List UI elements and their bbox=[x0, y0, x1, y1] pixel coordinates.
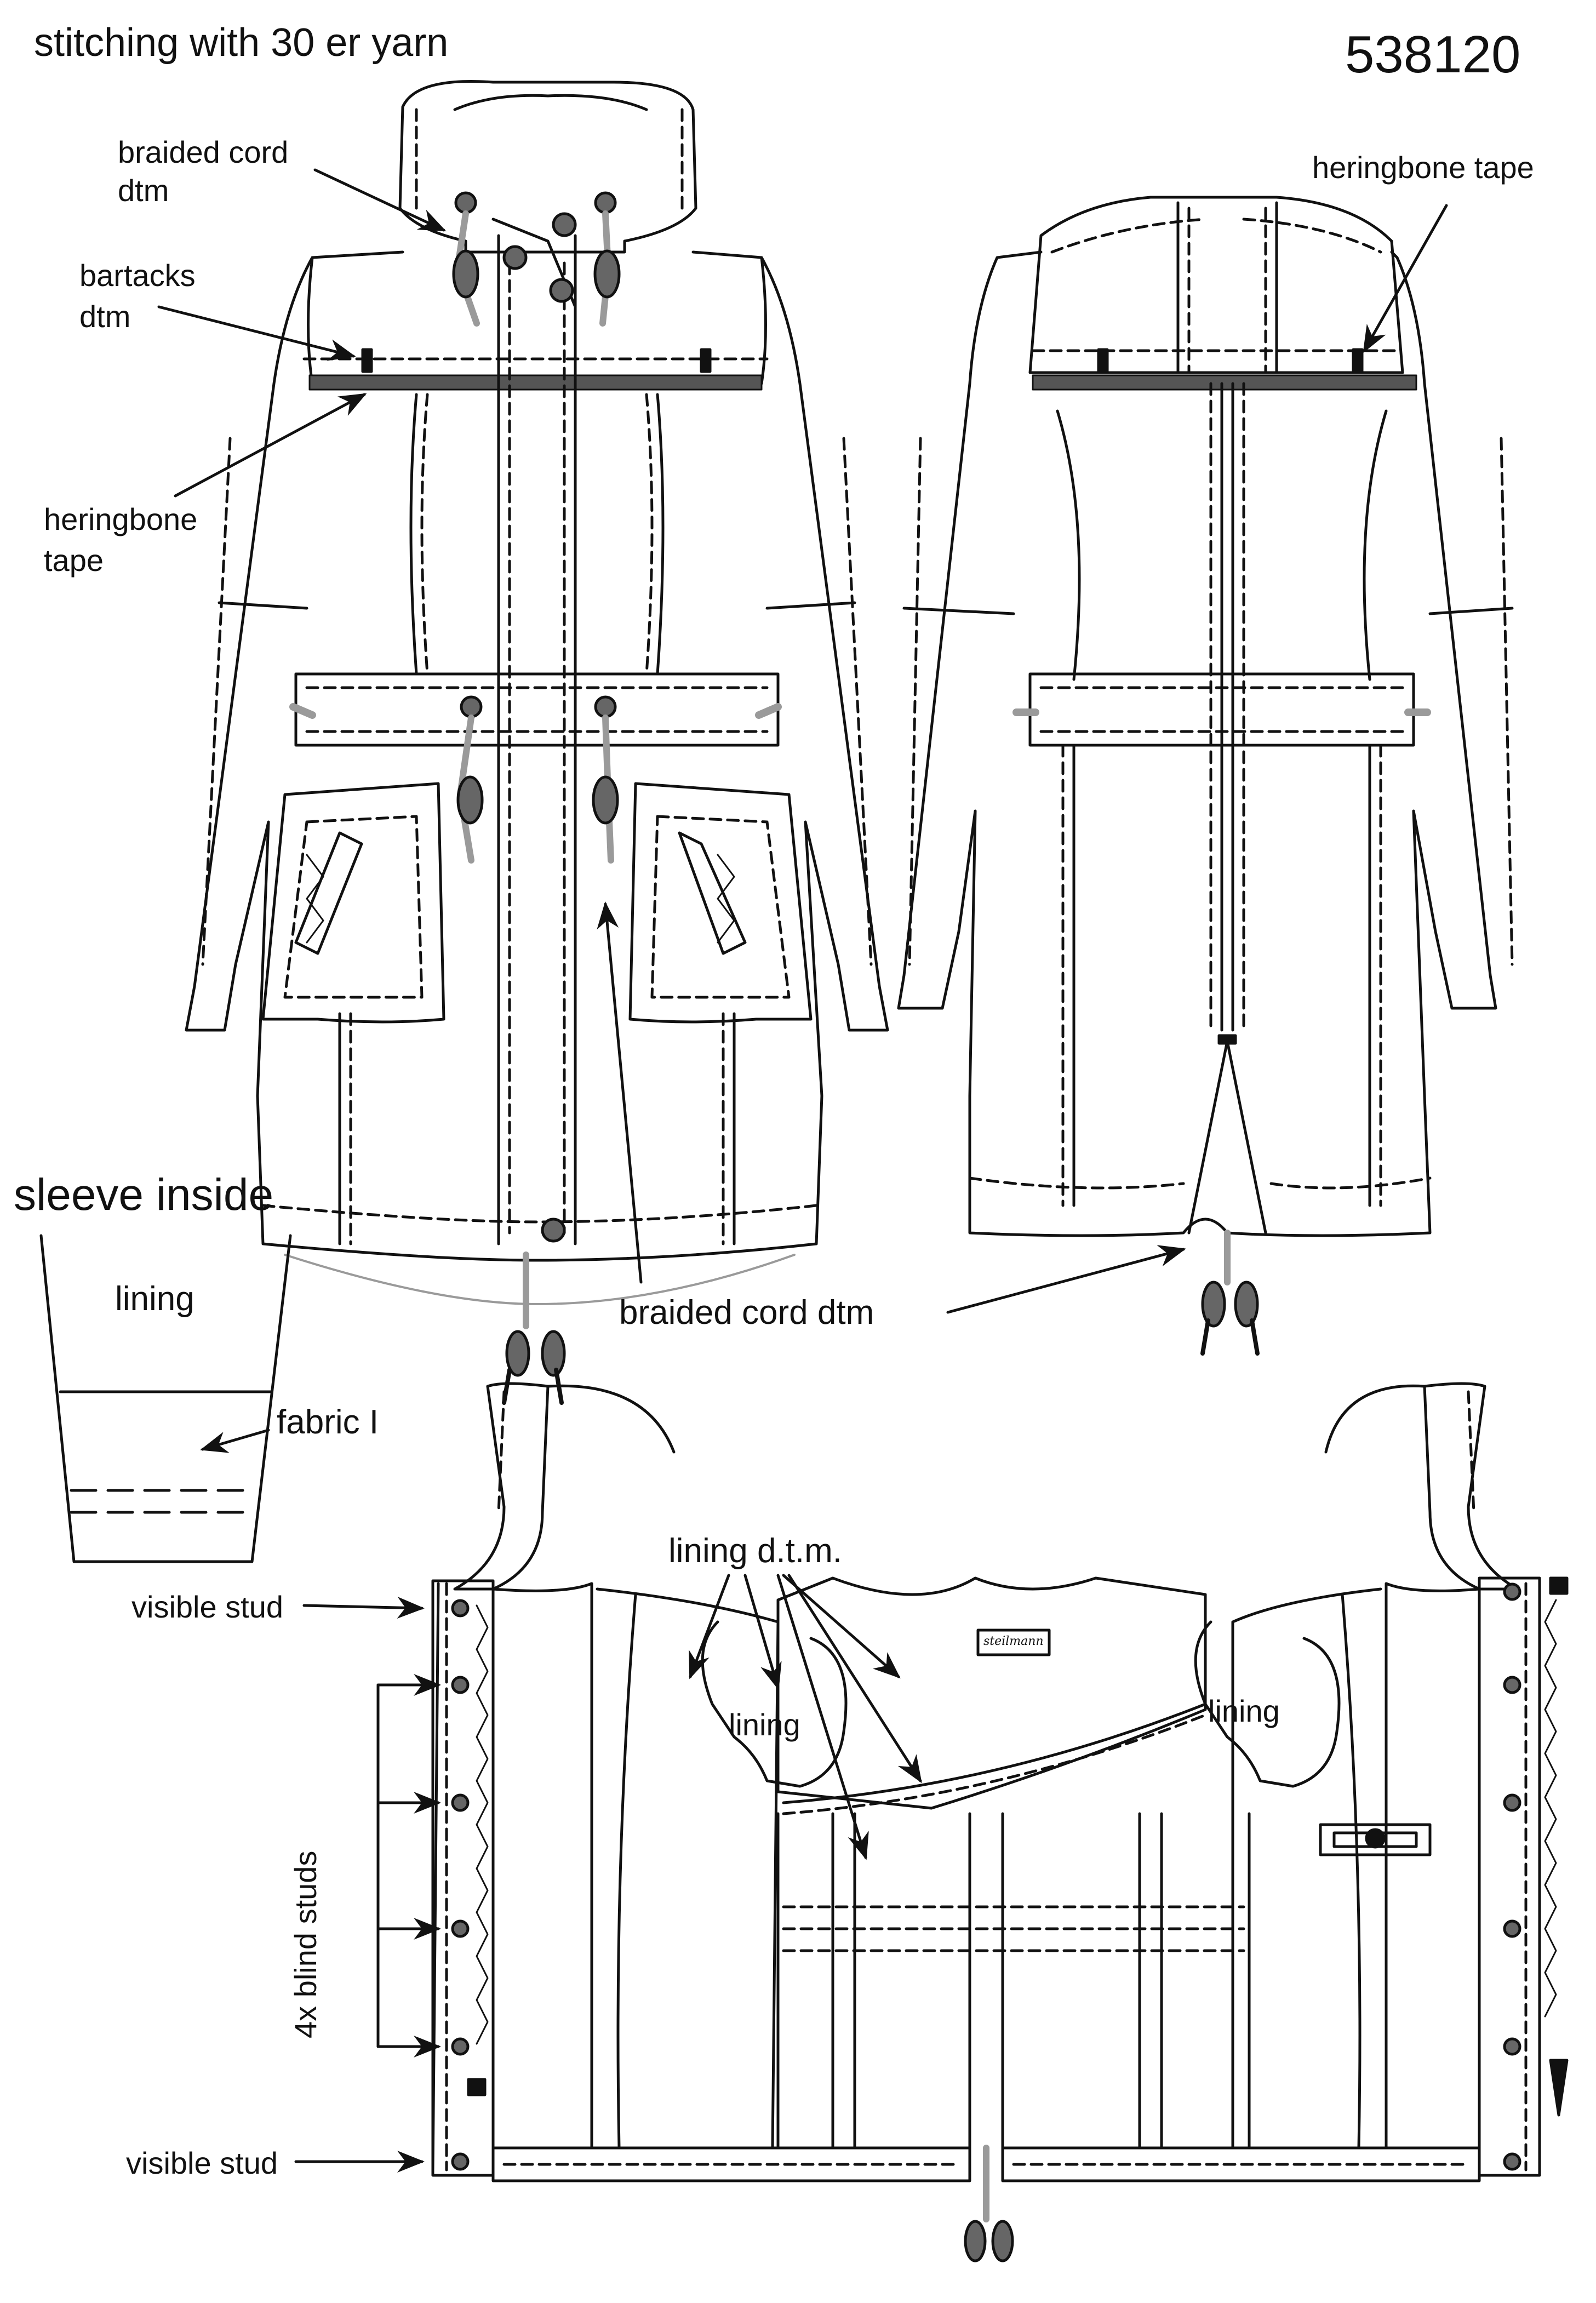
bartacks-arrow bbox=[157, 305, 356, 361]
blind-studs-label: 4x blind studs bbox=[288, 1850, 323, 2038]
heringbone-tape-back-arrow bbox=[1363, 204, 1448, 353]
lining-arrow-2 bbox=[743, 1574, 782, 1690]
heringbone-tape-arrow bbox=[174, 393, 367, 498]
lining-arrow-5 bbox=[776, 1574, 869, 1860]
visible-stud-bottom-label: visible stud bbox=[126, 2146, 278, 2180]
heringbone-label-line2: tape bbox=[44, 543, 104, 578]
braided-cord-back-arrow bbox=[946, 1245, 1186, 1314]
lining-arrow-3 bbox=[782, 1574, 901, 1679]
style-number: 538120 bbox=[1345, 25, 1521, 84]
bartacks-label-line2: dtm bbox=[79, 299, 131, 334]
back-view-jacket bbox=[897, 196, 1514, 1356]
braided-cord-front-arrow bbox=[597, 901, 643, 1284]
inside-view-jacket bbox=[431, 1382, 1569, 2262]
lining-arrow-4 bbox=[787, 1574, 922, 1784]
pocket-lining-left-label: lining bbox=[729, 1707, 800, 1742]
sleeve-lining-label: lining bbox=[115, 1280, 195, 1318]
heringbone-tape-back-label: heringbone tape bbox=[1312, 150, 1534, 185]
front-view-jacket bbox=[185, 79, 889, 1405]
lining-dtm-label: lining d.t.m. bbox=[668, 1532, 843, 1570]
sleeve-inside-title: sleeve inside bbox=[14, 1170, 274, 1220]
braided-cord-label-line1: braided cord bbox=[118, 135, 289, 169]
brand-label: steilmann bbox=[983, 1635, 1044, 1648]
sleeve-inside-diagram bbox=[39, 1234, 292, 1563]
braided-cord-back-label: braided cord dtm bbox=[619, 1294, 874, 1331]
page-title: stitching with 30 er yarn bbox=[34, 21, 449, 65]
bartacks-label-line1: bartacks bbox=[79, 258, 196, 293]
sleeve-fabric-label: fabric I bbox=[277, 1403, 379, 1441]
braided-cord-label-line2: dtm bbox=[118, 173, 169, 208]
braided-cord-arrow bbox=[313, 168, 447, 232]
lining-arrow-1 bbox=[689, 1574, 730, 1679]
heringbone-label-line1: heringbone bbox=[44, 502, 198, 536]
fabric-arrow bbox=[200, 1428, 270, 1453]
pocket-lining-right-label: lining bbox=[1208, 1694, 1280, 1728]
visible-stud-top-label: visible stud bbox=[131, 1590, 284, 1624]
visible-stud-top-arrow bbox=[302, 1596, 425, 1619]
